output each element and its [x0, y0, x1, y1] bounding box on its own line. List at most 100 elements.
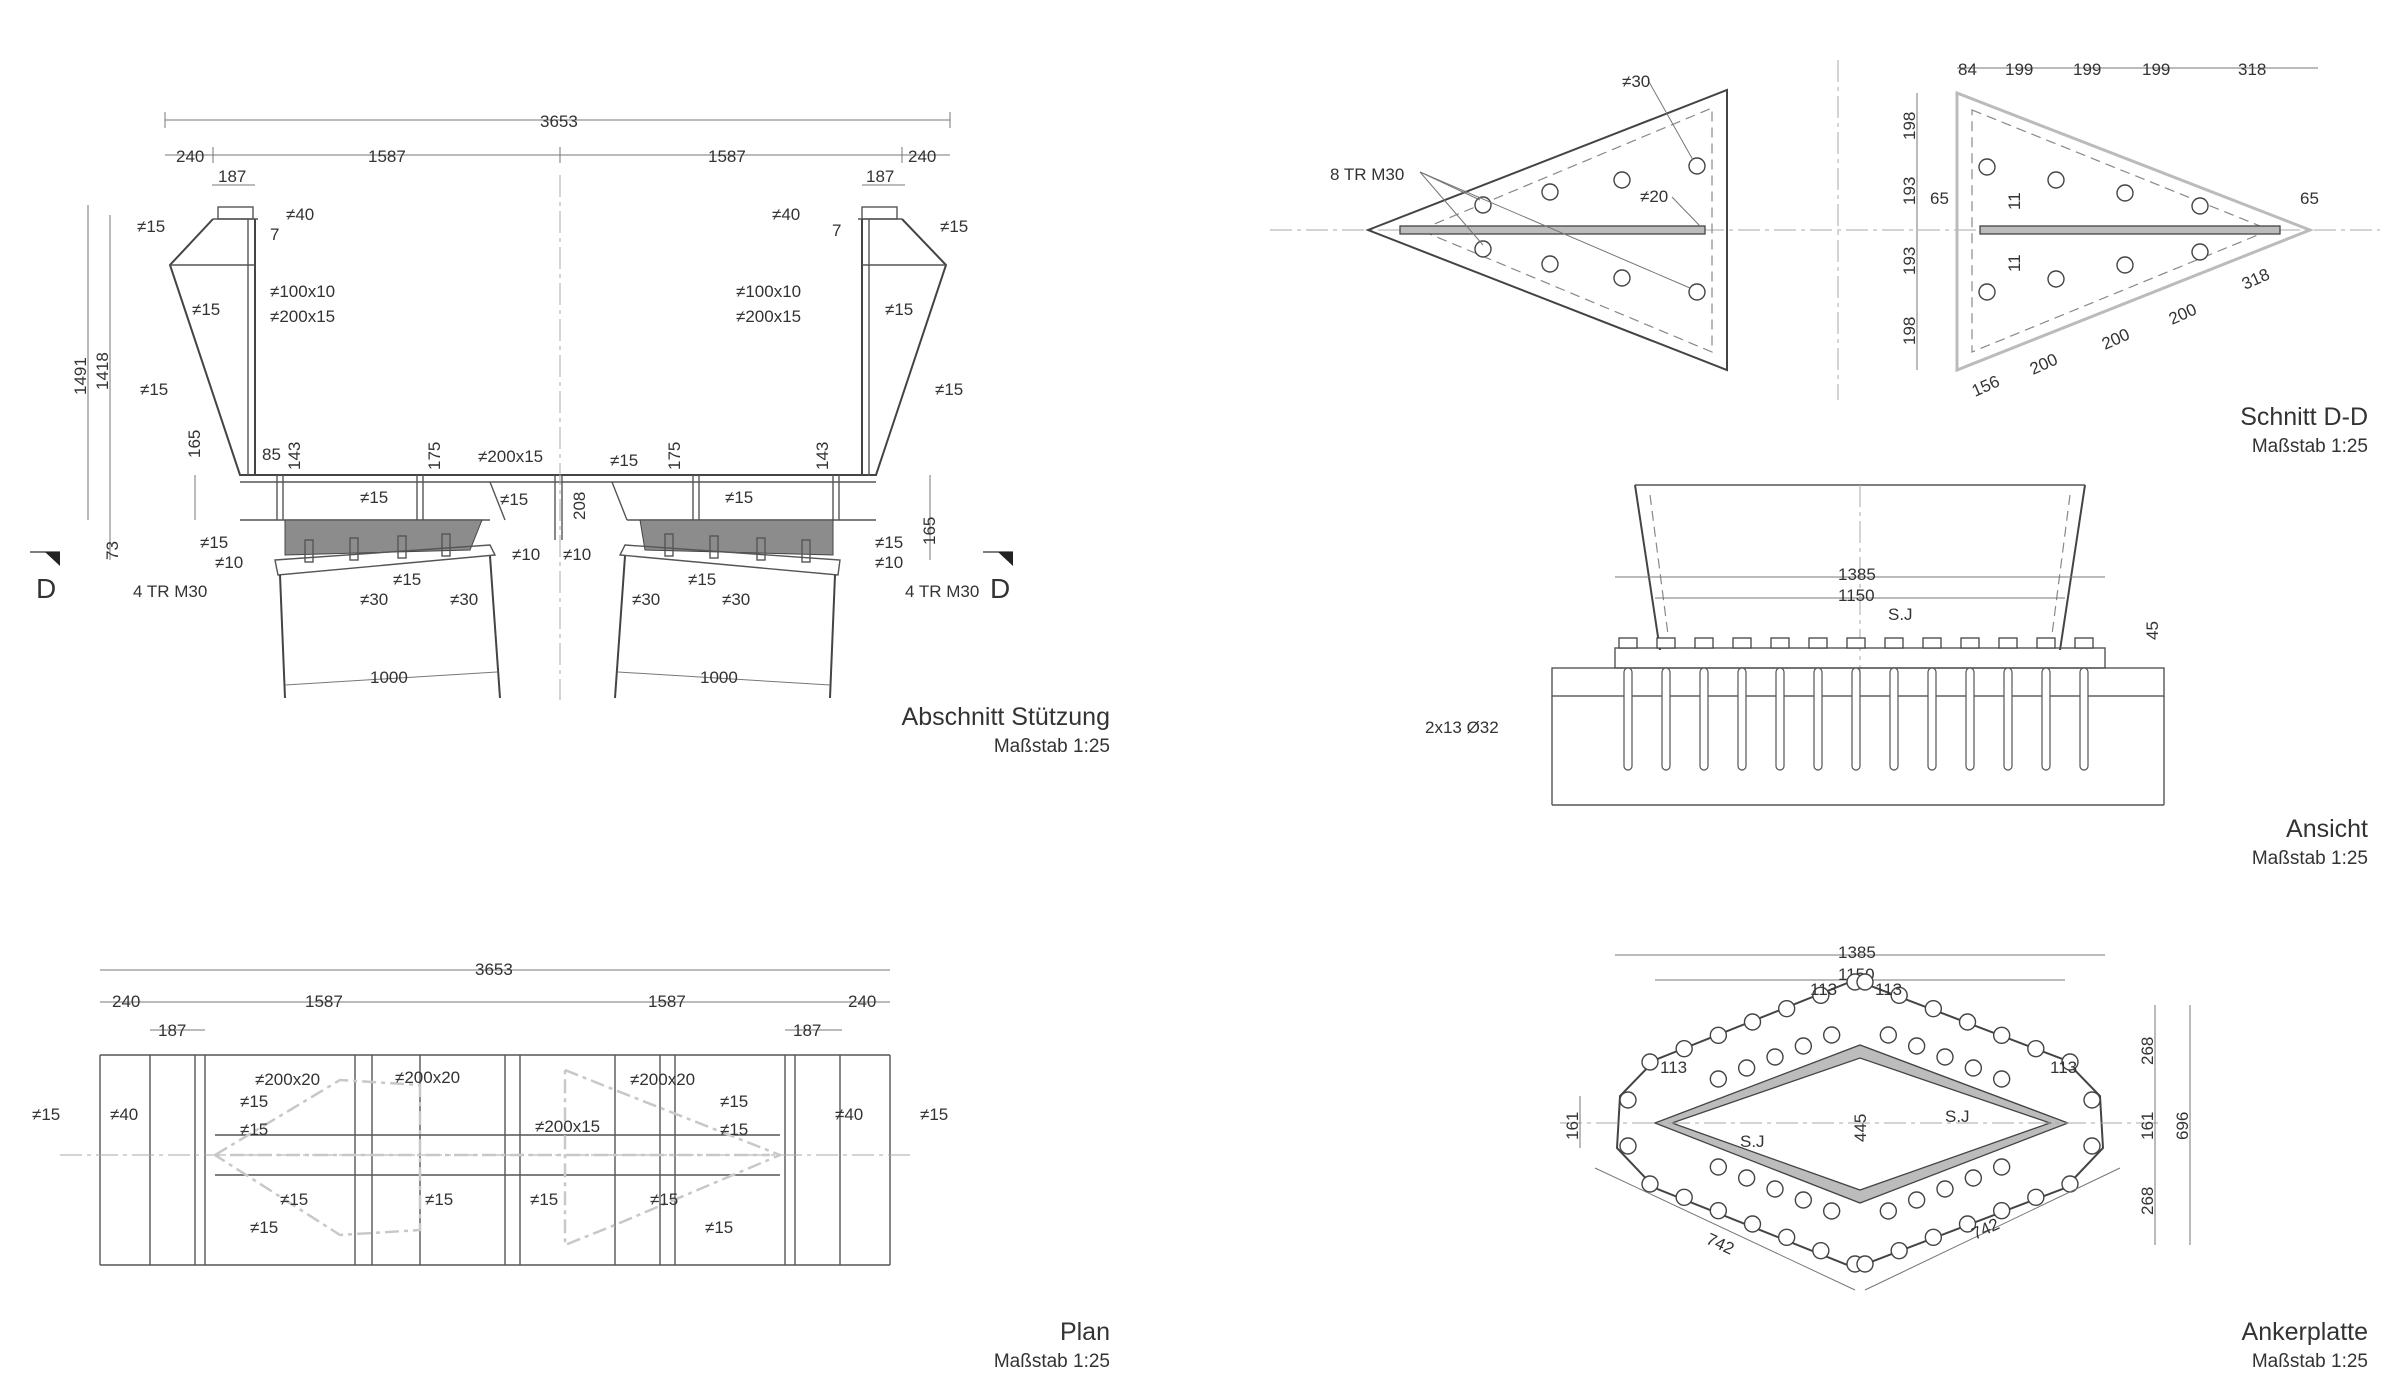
dim-anker-113-d: 113 [2050, 1058, 2077, 1077]
anchor-bolt [1907, 1037, 1926, 1055]
anker-bolt-pattern [1619, 973, 2101, 1273]
dim-anker-742-left: 742 [1703, 1229, 1737, 1258]
schnitt-title: Schnitt D-D [2240, 403, 2368, 431]
dim-side-left: 240 [176, 147, 204, 166]
anchor-bolt [1737, 1059, 1756, 1077]
plan-scale: Maßstab 1:25 [994, 1351, 1110, 1372]
anchor-bolt [1964, 1169, 1983, 1187]
dim-base-right: 1000 [700, 668, 738, 687]
abschnitt-top-dimensions: 3653 240 1587 1587 240 187 187 [164, 112, 951, 186]
ankerplatte-scale: Maßstab 1:25 [2252, 1351, 2368, 1372]
dim-plan-top-right: 187 [793, 1021, 821, 1040]
dim-side-right: 240 [908, 147, 936, 166]
plan-title: Plan [1060, 1318, 1110, 1346]
dim-ansicht-1150: 1150 [1838, 586, 1875, 605]
label-bottom-15-b: ≠15 [500, 490, 528, 509]
abschnitt-bearings [274, 519, 841, 699]
anchor-bolt [1879, 1202, 1898, 1220]
anchor-bolt [1766, 1180, 1784, 1198]
anchor-bolt [1992, 1158, 2011, 1176]
label-low-15-left: ≠15 [200, 533, 228, 552]
anchor-nut [1694, 637, 1714, 649]
anchor-nut [1960, 637, 1980, 649]
anchor-bolt [1992, 1026, 2011, 1045]
anchor-nut [1884, 637, 1904, 649]
dim-top-left: 187 [218, 167, 246, 186]
anchor-rod [1889, 667, 1899, 771]
label-plan-15-f: ≠15 [425, 1190, 453, 1209]
label-anker-sj-2: S.J [1740, 1132, 1765, 1151]
anchor-bolt [1641, 1053, 1659, 1071]
dim-schnitt-198-a: 198 [1900, 112, 1919, 140]
anchor-nut [2036, 637, 2056, 649]
label-plan-40-left: ≠40 [110, 1105, 138, 1124]
anchor-rod [2003, 667, 2013, 771]
abschnitt-scale: Maßstab 1:25 [994, 736, 1110, 757]
dim-plan-top-left: 187 [158, 1021, 186, 1040]
label-ansicht-sj: S.J [1888, 605, 1913, 624]
anchor-bolt [1743, 1013, 1762, 1031]
label-plate-30-left-a: ≠30 [360, 590, 388, 609]
dim-schnitt-84: 84 [1958, 60, 1977, 79]
anchor-bolt [1709, 1201, 1728, 1220]
label-plan-15-b: ≠15 [240, 1120, 268, 1139]
dim-anker-161-left: 161 [1563, 1112, 1582, 1140]
label-schnitt-plate-20: ≠20 [1640, 187, 1668, 206]
view-ansicht: 1385 1150 S.J 45 2x13 Ø32 Ansicht Maßsta… [1425, 484, 2368, 869]
anchor-nut [1732, 637, 1752, 649]
anchor-bolt [1743, 1215, 1762, 1233]
dim-anker-696: 696 [2173, 1112, 2192, 1140]
dim-height-1491: 1491 [71, 357, 90, 395]
label-plan-200x20-right: ≠200x20 [630, 1070, 695, 1089]
label-plan-15-g: ≠15 [530, 1190, 558, 1209]
view-abschnitt-stuetzung: 3653 240 1587 1587 240 187 187 [30, 112, 1110, 757]
dim-plan-side-right: 240 [848, 992, 876, 1011]
label-low-10-left: ≠10 [215, 553, 243, 572]
label-center-10-left: ≠10 [512, 545, 540, 564]
dim-plan-half-right: 1587 [648, 992, 686, 1011]
anchor-rod [1851, 667, 1861, 771]
label-plan-15-i: ≠15 [250, 1218, 278, 1237]
anchor-nut [1922, 637, 1942, 649]
dim-anker-1385: 1385 [1838, 943, 1876, 962]
schnitt-right-bolts [1978, 158, 2209, 301]
dim-anker-161-right: 161 [2138, 1112, 2157, 1140]
dim-175-left: 175 [425, 442, 444, 470]
anchor-bolt [1777, 999, 1796, 1018]
label-plate-15-left: ≠15 [393, 570, 421, 589]
ansicht-scale: Maßstab 1:25 [2252, 848, 2368, 869]
label-side-web-15-left: ≠15 [140, 380, 168, 399]
label-plan-200x20-left: ≠200x20 [255, 1070, 320, 1089]
anchor-rod [2079, 667, 2089, 771]
label-web-15-left: ≠15 [192, 300, 220, 319]
plan-labels: ≠15 ≠40 ≠40 ≠15 ≠200x20 ≠200x20 ≠200x20 … [32, 1068, 948, 1237]
anchor-bolt [1992, 1070, 2011, 1088]
label-gap-7-left: 7 [270, 225, 279, 244]
ansicht-anchor-bolts [1618, 637, 2094, 771]
dim-plan-half-left: 1587 [305, 992, 343, 1011]
dim-height-165-left: 165 [185, 430, 204, 458]
dim-schnitt-200-a: 200 [2027, 350, 2061, 379]
anchor-rod [1661, 667, 1671, 771]
dim-anker-445: 445 [1851, 1114, 1870, 1142]
anchor-bolt [1709, 1070, 1728, 1088]
label-bottom-15-a: ≠15 [360, 488, 388, 507]
anchor-rod [1699, 667, 1709, 771]
anchor-bolt [1890, 1241, 1908, 1260]
label-plate-15-right: ≠15 [688, 570, 716, 589]
dim-overall-width: 3653 [540, 112, 578, 131]
label-plan-15-j: ≠15 [705, 1218, 733, 1237]
anchor-nut [1770, 637, 1790, 649]
anchor-bolt [1709, 1026, 1728, 1045]
label-bolts-left: 4 TR M30 [133, 582, 207, 601]
label-plan-40-right: ≠40 [835, 1105, 863, 1124]
anchor-bolt [1822, 1026, 1841, 1044]
dim-anker-268-top: 268 [2138, 1037, 2157, 1065]
dim-143-right: 143 [813, 442, 832, 470]
view-schnitt-dd: ≠30 8 TR M30 ≠20 84 199 199 199 318 198 … [1270, 60, 2380, 457]
anchor-bolt [1709, 1158, 1728, 1176]
anchor-bolt [1856, 973, 1874, 991]
dim-schnitt-65-left: 65 [1930, 189, 1949, 208]
anchor-rod [1623, 667, 1633, 771]
label-plan-outer-15-right: ≠15 [920, 1105, 948, 1124]
